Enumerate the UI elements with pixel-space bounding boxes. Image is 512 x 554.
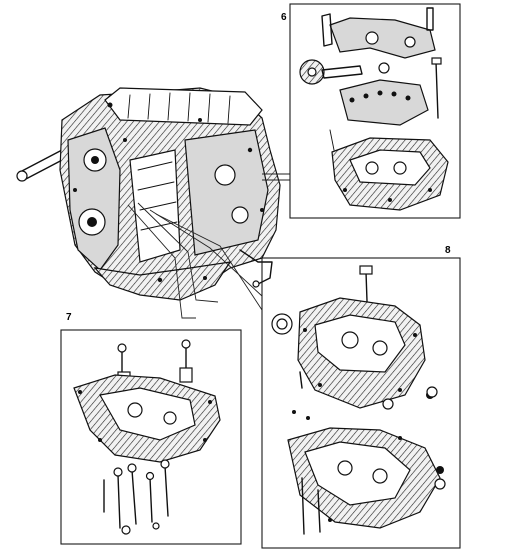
oil-pan-parts — [73, 339, 221, 535]
callout-8-engine-block: 8 — [445, 245, 451, 256]
cylinder-head-box — [289, 3, 461, 219]
oil-pan-box — [60, 329, 242, 545]
callout-7-oil-pan: 7 — [66, 312, 72, 323]
callout-6-cylinder-head: 6 — [281, 12, 287, 23]
engine-assembly — [16, 87, 281, 301]
cylinder-head-parts — [299, 7, 449, 211]
engine-block-box — [261, 257, 461, 549]
engine-block-parts — [271, 265, 446, 535]
leader-lines — [127, 173, 290, 319]
